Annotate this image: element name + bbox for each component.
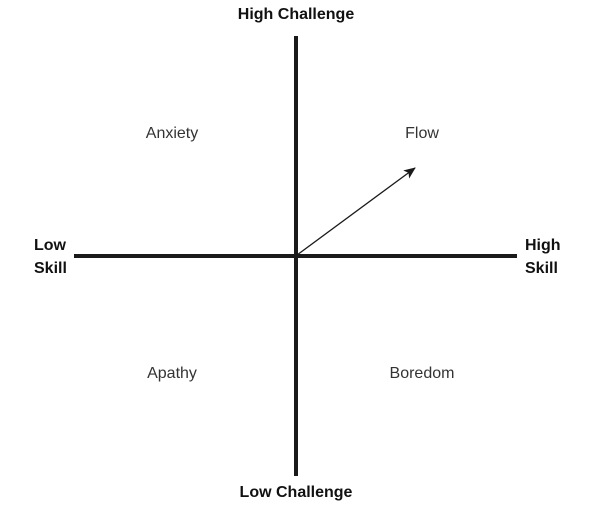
quadrant-flow: Flow: [405, 125, 439, 142]
quadrant-apathy: Apathy: [147, 365, 197, 382]
high-skill-line-2: Skill: [525, 260, 558, 277]
flow-direction-arrow: [296, 167, 416, 256]
quadrant-anxiety: Anxiety: [145, 125, 199, 142]
high-skill-line-1: High: [525, 237, 561, 254]
low-skill-label: Low Skill: [34, 234, 67, 280]
low-skill-line-1: Low: [34, 237, 66, 254]
low-challenge-label: Low Challenge: [239, 484, 353, 501]
high-skill-label: High Skill: [525, 234, 561, 280]
low-skill-line-2: Skill: [34, 260, 67, 277]
high-challenge-label: High Challenge: [237, 6, 355, 23]
quadrant-boredom: Boredom: [389, 365, 455, 382]
